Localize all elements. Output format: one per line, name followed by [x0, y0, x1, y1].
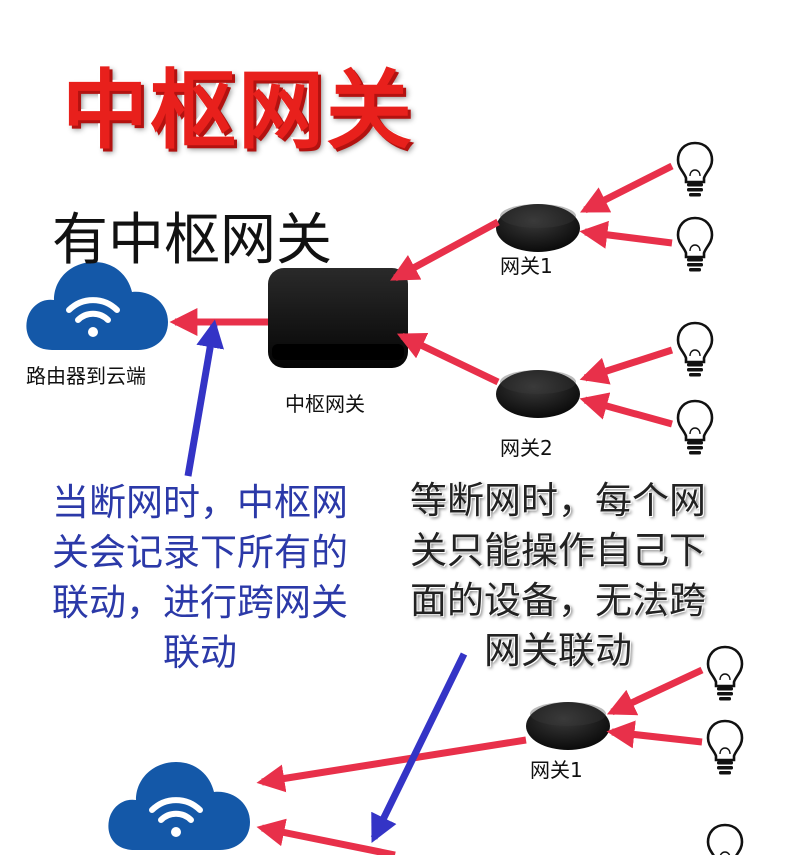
note-left-line: 当断网时，中枢网 — [52, 481, 348, 524]
hub-device-icon — [268, 268, 408, 368]
arrow-gateway-to-cloud — [256, 736, 527, 793]
note-left-line: 联动 — [163, 631, 237, 674]
gateway-device-icon — [496, 204, 580, 252]
arrow-note-left — [184, 319, 224, 477]
light-bulb-icon — [676, 321, 714, 378]
arrow-bulb-to-gateway1 — [580, 162, 674, 214]
gateway-device-icon — [526, 702, 610, 750]
gateway2-label: 网关2 — [500, 436, 553, 460]
page-title: 中枢网关 — [62, 61, 414, 161]
note-right-line: 关只能操作自己下 — [410, 529, 706, 572]
arrow-gateway-to-cloud — [256, 818, 396, 855]
note-right-line: 面的设备，无法跨 — [410, 579, 706, 622]
note-right: 等断网时，每个网 关只能操作自己下 面的设备，无法跨 网关联动 — [398, 476, 718, 676]
note-right-line: 等断网时，每个网 — [410, 479, 706, 522]
arrow-bulb-to-gateway — [606, 666, 704, 716]
arrow-bulb-to-gateway — [606, 720, 703, 749]
light-bulb-icon — [706, 823, 744, 855]
hub-label: 中枢网关 — [285, 392, 365, 416]
arrow-bulb-to-gateway1 — [579, 220, 673, 249]
note-left-line: 关会记录下所有的 — [52, 531, 348, 574]
light-bulb-icon — [706, 719, 744, 776]
arrow-bulb-to-gateway2 — [579, 346, 674, 385]
arrow-gateway1-to-hub — [390, 218, 500, 282]
arrow-bulb-to-gateway2 — [579, 392, 673, 428]
note-right-line: 网关联动 — [484, 629, 632, 672]
gateway3-label: 网关1 — [530, 758, 583, 782]
note-left-line: 联动，进行跨网关 — [52, 581, 348, 624]
cloud-label: 路由器到云端 — [26, 364, 146, 388]
note-left: 当断网时，中枢网 关会记录下所有的 联动，进行跨网关 联动 — [40, 478, 360, 678]
light-bulb-icon — [676, 399, 714, 456]
arrow-gateway2-to-hub — [396, 332, 500, 386]
light-bulb-icon — [676, 216, 714, 273]
section-subtitle: 有中枢网关 — [52, 208, 332, 273]
cloud-wifi-icon — [108, 762, 250, 850]
arrow-note-right — [370, 652, 468, 844]
gateway-device-icon — [496, 370, 580, 418]
gateway1-label: 网关1 — [500, 254, 553, 278]
light-bulb-icon — [676, 141, 714, 198]
